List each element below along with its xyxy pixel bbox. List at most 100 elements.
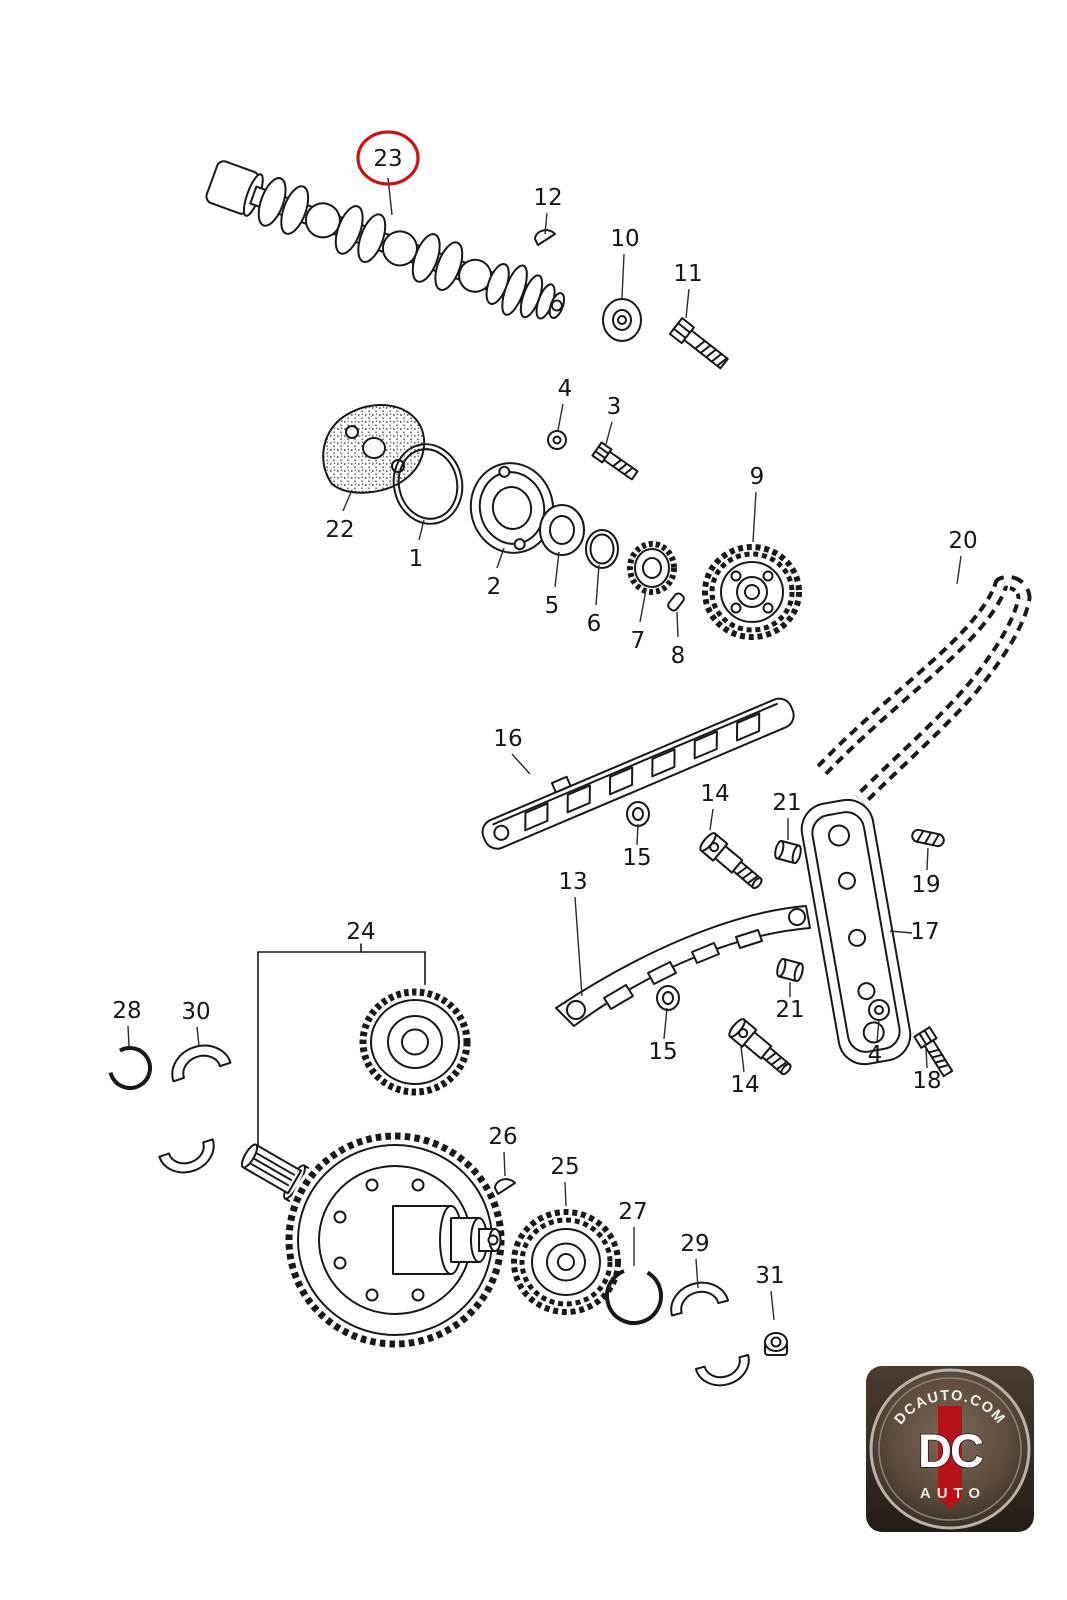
part-label-5[interactable]: 5 bbox=[545, 593, 560, 619]
leader-line-4 bbox=[557, 403, 564, 431]
part-label-6[interactable]: 6 bbox=[587, 611, 602, 637]
part-24-main-gear bbox=[283, 1128, 507, 1352]
leader-line-14 bbox=[740, 1045, 745, 1073]
part-4-washer-lower bbox=[868, 999, 890, 1021]
leader-line-30 bbox=[196, 1026, 200, 1047]
highlight-circle-part-23 bbox=[356, 130, 420, 186]
part-27-circlip bbox=[605, 1267, 663, 1325]
part-label-21[interactable]: 21 bbox=[772, 790, 801, 816]
leader-line-25 bbox=[564, 1181, 567, 1207]
part-label-14[interactable]: 14 bbox=[700, 781, 729, 807]
part-label-11[interactable]: 11 bbox=[673, 261, 702, 287]
leader-line-8 bbox=[676, 611, 679, 638]
part-label-27[interactable]: 27 bbox=[618, 1199, 647, 1225]
part-label-7[interactable]: 7 bbox=[631, 628, 646, 654]
part-label-4[interactable]: 4 bbox=[868, 1042, 883, 1068]
leader-line-15 bbox=[663, 1007, 668, 1040]
part-label-20[interactable]: 20 bbox=[948, 528, 977, 554]
part-31-plug bbox=[764, 1332, 788, 1356]
part-label-30[interactable]: 30 bbox=[181, 999, 210, 1025]
leader-line-14 bbox=[709, 808, 714, 831]
leader-line-22 bbox=[342, 489, 353, 512]
dcauto-logo-badge: DCAUTO.COM DC AUTO bbox=[866, 1366, 1034, 1532]
part-15-washer-lower bbox=[656, 985, 680, 1011]
part-3-bolt bbox=[591, 441, 639, 481]
logo-red-banner bbox=[938, 1406, 962, 1509]
leader-line-13 bbox=[574, 896, 583, 997]
leader-line-15 bbox=[636, 823, 639, 846]
part-label-26[interactable]: 26 bbox=[488, 1124, 517, 1150]
part-label-15[interactable]: 15 bbox=[622, 845, 651, 871]
leader-line-6 bbox=[595, 564, 600, 606]
part-20-chain bbox=[816, 574, 1032, 806]
part-18-bolt bbox=[913, 1026, 954, 1078]
part-17-tensioner-plate bbox=[800, 798, 912, 1066]
part-25-sprocket bbox=[510, 1206, 622, 1318]
part-24-small-gear bbox=[357, 984, 473, 1100]
part-label-4[interactable]: 4 bbox=[558, 376, 573, 402]
part-label-25[interactable]: 25 bbox=[550, 1154, 579, 1180]
part-label-21[interactable]: 21 bbox=[775, 997, 804, 1023]
bracket-24 bbox=[257, 943, 426, 1159]
part-13-curved-rail bbox=[555, 905, 811, 1027]
leader-line-2 bbox=[496, 547, 505, 569]
part-label-13[interactable]: 13 bbox=[558, 869, 587, 895]
leader-line-12 bbox=[544, 212, 548, 235]
part-label-10[interactable]: 10 bbox=[610, 226, 639, 252]
leader-line-20 bbox=[956, 555, 962, 585]
part-label-12[interactable]: 12 bbox=[533, 185, 562, 211]
part-22-gasket bbox=[322, 404, 426, 494]
part-label-16[interactable]: 16 bbox=[493, 726, 522, 752]
part-6-ring bbox=[585, 529, 619, 569]
part-label-8[interactable]: 8 bbox=[671, 643, 686, 669]
part-label-15[interactable]: 15 bbox=[648, 1039, 677, 1065]
part-21-bushing-upper bbox=[774, 839, 802, 865]
logo-inner-ring bbox=[878, 1377, 1022, 1521]
leader-line-1 bbox=[418, 519, 425, 541]
leader-line-9 bbox=[752, 491, 757, 543]
part-26-key bbox=[494, 1178, 516, 1195]
part-label-2[interactable]: 2 bbox=[487, 574, 502, 600]
leader-line-3 bbox=[605, 421, 613, 445]
part-19-pin bbox=[911, 828, 945, 848]
part-label-18[interactable]: 18 bbox=[912, 1068, 941, 1094]
part-label-17[interactable]: 17 bbox=[910, 919, 939, 945]
part-2-flange bbox=[469, 462, 555, 554]
part-label-22[interactable]: 22 bbox=[325, 517, 354, 543]
part-label-9[interactable]: 9 bbox=[750, 464, 765, 490]
leader-line-5 bbox=[554, 551, 560, 588]
part-label-28[interactable]: 28 bbox=[112, 998, 141, 1024]
part-15-washer-upper bbox=[626, 801, 650, 827]
leader-line-31 bbox=[770, 1290, 775, 1321]
logo-word: AUTO bbox=[920, 1485, 986, 1502]
leader-line-17 bbox=[889, 930, 913, 934]
part-label-24[interactable]: 24 bbox=[346, 919, 375, 945]
part-label-29[interactable]: 29 bbox=[680, 1231, 709, 1257]
part-23-camshaft bbox=[205, 160, 566, 320]
part-1-oring bbox=[392, 443, 464, 525]
leader-line-18 bbox=[925, 1047, 928, 1069]
leader-line-10 bbox=[621, 253, 625, 299]
part-label-3[interactable]: 3 bbox=[607, 394, 622, 420]
part-16-guide-rail bbox=[481, 697, 795, 850]
leader-line-28 bbox=[127, 1025, 130, 1047]
part-28-circlip bbox=[108, 1046, 152, 1090]
part-label-23[interactable]: 23 bbox=[373, 146, 402, 172]
part-7-sprocket bbox=[625, 541, 679, 595]
part-label-14[interactable]: 14 bbox=[730, 1072, 759, 1098]
leader-line-4 bbox=[876, 1019, 880, 1043]
leader-line-7 bbox=[639, 589, 647, 623]
leader-line-19 bbox=[926, 847, 929, 871]
part-5-seal bbox=[539, 504, 585, 556]
part-label-31[interactable]: 31 bbox=[755, 1263, 784, 1289]
part-label-19[interactable]: 19 bbox=[911, 872, 940, 898]
part-4-washer-upper bbox=[547, 430, 567, 450]
part-10-washer bbox=[602, 298, 642, 342]
part-label-1[interactable]: 1 bbox=[409, 546, 424, 572]
leader-line-26 bbox=[503, 1151, 506, 1177]
part-8-pin bbox=[667, 592, 685, 612]
part-11-bolt bbox=[668, 317, 729, 370]
leader-line-29 bbox=[695, 1258, 699, 1289]
